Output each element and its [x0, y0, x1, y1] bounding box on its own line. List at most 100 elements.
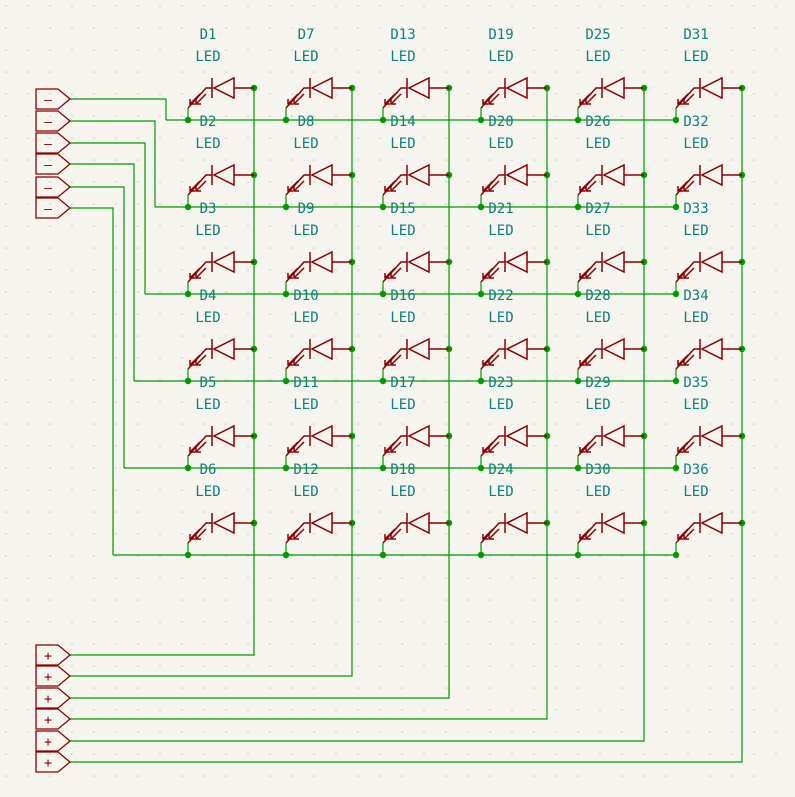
grid-dot	[225, 401, 227, 403]
led-reference: D6	[200, 462, 217, 478]
led-symbol[interactable]	[577, 76, 644, 109]
led-symbol[interactable]	[285, 424, 352, 457]
anode-connector[interactable]: +	[35, 644, 72, 666]
grid-dot	[577, 49, 579, 51]
led-symbol[interactable]	[187, 424, 254, 457]
grid-dot	[489, 5, 491, 7]
led-symbol[interactable]	[480, 424, 547, 457]
grid-dot	[357, 27, 359, 29]
led-symbol[interactable]	[187, 337, 254, 370]
grid-dot	[555, 753, 557, 755]
grid-dot	[775, 269, 777, 271]
led-symbol[interactable]	[480, 250, 547, 283]
anode-connector[interactable]: +	[35, 665, 72, 687]
grid-dot	[401, 665, 403, 667]
led-symbol[interactable]	[577, 163, 644, 196]
grid-dot	[379, 687, 381, 689]
grid-dot	[511, 621, 513, 623]
grid-dot	[357, 577, 359, 579]
led-symbol[interactable]	[675, 337, 742, 370]
led-symbol[interactable]	[382, 76, 449, 109]
grid-dot	[269, 687, 271, 689]
led-symbol[interactable]	[187, 163, 254, 196]
led-symbol[interactable]	[285, 250, 352, 283]
led-reference: D1	[200, 27, 217, 43]
grid-dot	[93, 401, 95, 403]
led-symbol[interactable]	[675, 424, 742, 457]
led-arrow	[683, 93, 695, 105]
grid-dot	[687, 775, 689, 777]
grid-dot	[357, 93, 359, 95]
led-symbol[interactable]	[382, 250, 449, 283]
led-cathode-lead	[285, 174, 310, 196]
grid-dot	[291, 137, 293, 139]
grid-dot	[247, 687, 249, 689]
grid-dot	[379, 181, 381, 183]
led-symbol[interactable]	[480, 163, 547, 196]
led-symbol[interactable]	[480, 76, 547, 109]
grid-dot	[731, 731, 733, 733]
led-triangle	[310, 250, 333, 274]
cathode-connector[interactable]: –	[35, 197, 72, 219]
anode-connector[interactable]: +	[35, 751, 72, 773]
grid-dot	[5, 71, 7, 73]
led-symbol[interactable]	[577, 424, 644, 457]
grid-dot	[93, 577, 95, 579]
grid-dot	[159, 247, 161, 249]
led-symbol[interactable]	[480, 337, 547, 370]
led-symbol[interactable]	[285, 511, 352, 544]
cathode-connector[interactable]: –	[35, 88, 72, 110]
grid-dot	[423, 445, 425, 447]
grid-dot	[247, 445, 249, 447]
led-symbol[interactable]	[577, 250, 644, 283]
anode-connector[interactable]: +	[35, 708, 72, 730]
led-symbol[interactable]	[187, 511, 254, 544]
grid-dot	[379, 621, 381, 623]
grid-dot	[445, 753, 447, 755]
led-symbol[interactable]	[577, 511, 644, 544]
led-symbol[interactable]	[382, 424, 449, 457]
anode-connector[interactable]: +	[35, 687, 72, 709]
cathode-connector[interactable]: –	[35, 110, 72, 132]
led-symbol[interactable]	[675, 76, 742, 109]
led-symbol[interactable]	[187, 250, 254, 283]
grid-dot	[665, 203, 667, 205]
led-symbol[interactable]	[675, 163, 742, 196]
grid-dot	[27, 5, 29, 7]
anode-connector[interactable]: +	[35, 730, 72, 752]
grid-dot	[269, 335, 271, 337]
cathode-connector[interactable]: –	[35, 132, 72, 154]
grid-dot	[225, 313, 227, 315]
led-reference: D11	[293, 375, 318, 391]
grid-dot	[665, 665, 667, 667]
cathode-connector[interactable]: –	[35, 153, 72, 175]
led-symbol[interactable]	[187, 76, 254, 109]
cathode-connector[interactable]: –	[35, 176, 72, 198]
grid-dot	[687, 665, 689, 667]
led-symbol[interactable]	[382, 337, 449, 370]
grid-dot	[775, 709, 777, 711]
led-symbol[interactable]	[285, 337, 352, 370]
grid-dot	[599, 313, 601, 315]
grid-dot	[599, 357, 601, 359]
led-symbol[interactable]	[577, 337, 644, 370]
led-arrow-head	[585, 534, 591, 540]
led-symbol[interactable]	[285, 163, 352, 196]
led-symbol[interactable]	[675, 511, 742, 544]
junction-dot	[672, 377, 680, 385]
grid-dot	[467, 665, 469, 667]
grid-dot	[555, 115, 557, 117]
led-symbol[interactable]	[675, 250, 742, 283]
grid-dot	[335, 93, 337, 95]
led-symbol[interactable]	[285, 76, 352, 109]
grid-dot	[247, 423, 249, 425]
grid-dot	[379, 71, 381, 73]
led-symbol[interactable]	[480, 511, 547, 544]
led-symbol[interactable]	[382, 511, 449, 544]
grid-dot	[753, 71, 755, 73]
grid-dot	[313, 335, 315, 337]
led-reference: D32	[683, 114, 708, 130]
grid-dot	[599, 5, 601, 7]
grid-dot	[181, 71, 183, 73]
led-symbol[interactable]	[382, 163, 449, 196]
